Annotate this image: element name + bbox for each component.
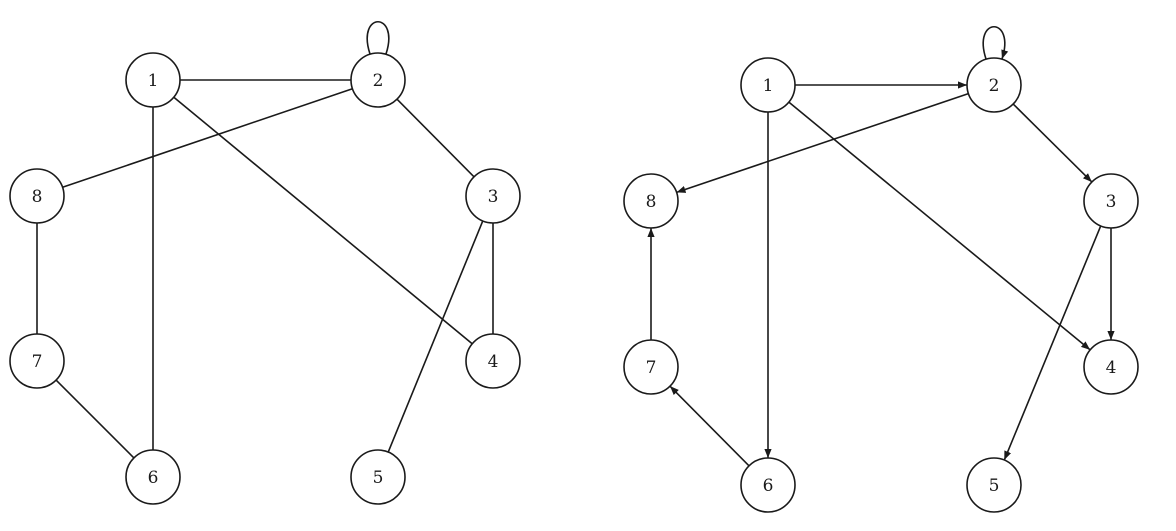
node-label: 7	[646, 358, 657, 378]
edge-3-5	[1003, 225, 1102, 461]
directed-graph: 1 2 3 4 5 6 7 8	[623, 25, 1139, 513]
node-label: 6	[148, 468, 159, 488]
node-label: 1	[763, 76, 774, 96]
node-circle	[465, 168, 521, 224]
undirected-graph-nodes: 1 2 3 4 5 6 7 8	[9, 52, 521, 505]
edge-2-2	[366, 20, 390, 55]
directed-graph-edges	[647, 25, 1115, 467]
edge-2-8	[62, 87, 353, 189]
node-label: 4	[1106, 358, 1117, 378]
node-circle	[623, 339, 679, 395]
node-circle	[740, 457, 796, 513]
edge-6-7	[669, 385, 750, 467]
node-circle	[740, 57, 796, 113]
edge-7-6	[55, 379, 135, 459]
node-circle	[465, 333, 521, 389]
node-circle	[1083, 339, 1139, 395]
node-1: 1	[740, 57, 796, 113]
node-circle	[350, 449, 406, 505]
node-circle	[966, 57, 1022, 113]
node-2: 2	[966, 57, 1022, 113]
node-circle	[9, 168, 65, 224]
node-5: 5	[350, 449, 406, 505]
node-8: 8	[9, 168, 65, 224]
edge-3-5	[387, 220, 484, 453]
node-label: 8	[646, 192, 657, 212]
directed-graph-nodes: 1 2 3 4 5 6 7 8	[623, 57, 1139, 513]
undirected-graph: 1 2 3 4 5 6 7 8	[9, 20, 521, 505]
node-2: 2	[350, 52, 406, 108]
node-4: 4	[465, 333, 521, 389]
node-label: 3	[1106, 192, 1117, 212]
node-6: 6	[740, 457, 796, 513]
node-label: 5	[373, 468, 384, 488]
edge-2-8	[676, 92, 969, 194]
node-circle	[350, 52, 406, 108]
edge-2-2	[982, 25, 1009, 60]
edge-1-4	[173, 96, 473, 345]
node-1: 1	[125, 52, 181, 108]
node-6: 6	[125, 449, 181, 505]
node-5: 5	[966, 457, 1022, 513]
node-circle	[966, 457, 1022, 513]
node-7: 7	[9, 333, 65, 389]
node-circle	[125, 449, 181, 505]
node-3: 3	[465, 168, 521, 224]
edge-1-4	[788, 101, 1091, 351]
node-circle	[125, 52, 181, 108]
node-label: 2	[989, 76, 1000, 96]
node-8: 8	[623, 173, 679, 229]
node-label: 1	[148, 71, 159, 91]
node-circle	[9, 333, 65, 389]
edge-2-3	[396, 98, 475, 178]
node-circle	[1083, 173, 1139, 229]
node-label: 8	[32, 187, 43, 207]
node-circle	[623, 173, 679, 229]
node-7: 7	[623, 339, 679, 395]
node-label: 4	[488, 352, 499, 372]
node-label: 2	[373, 71, 384, 91]
node-label: 7	[32, 352, 43, 372]
undirected-graph-edges	[36, 20, 494, 459]
node-label: 5	[989, 476, 1000, 496]
node-3: 3	[1083, 173, 1139, 229]
node-4: 4	[1083, 339, 1139, 395]
node-label: 6	[763, 476, 774, 496]
node-label: 3	[488, 187, 499, 207]
edge-2-3	[1012, 103, 1093, 183]
